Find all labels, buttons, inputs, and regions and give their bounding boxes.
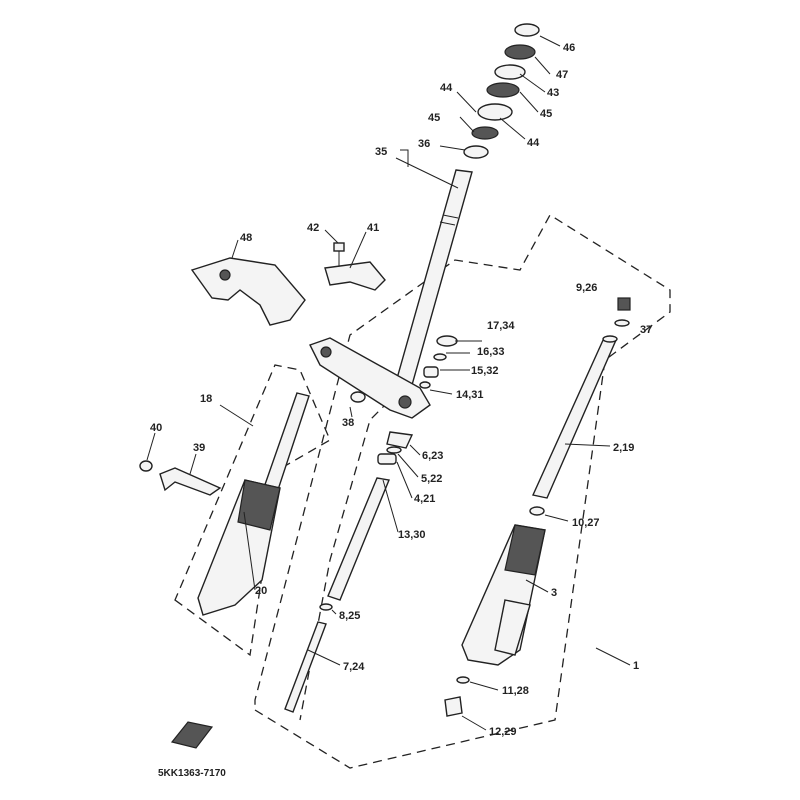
fork-assembly-boundary-right <box>254 214 671 769</box>
callout-6-23: 6,23 <box>422 450 443 462</box>
callout-1: 1 <box>633 660 639 672</box>
callout-11-28: 11,28 <box>502 685 529 697</box>
callout-2-19: 2,19 <box>613 442 634 454</box>
bolt-40 <box>139 460 153 472</box>
fork-spring <box>327 477 390 601</box>
washer-14 <box>419 381 431 389</box>
callout-35: 35 <box>375 146 387 158</box>
drawing-code: 5KK1363-7170 <box>158 768 226 779</box>
crown-hole-left <box>320 346 332 358</box>
callout-8-25: 8,25 <box>339 610 360 622</box>
callout-45-top: 45 <box>540 108 552 120</box>
dust-seal-left <box>237 479 281 531</box>
callout-12-29: 12,29 <box>489 726 517 738</box>
callout-4-21: 4,21 <box>414 493 435 505</box>
callout-39: 39 <box>193 442 205 454</box>
callout-45-lower: 45 <box>428 112 440 124</box>
callout-5-22: 5,22 <box>421 473 442 485</box>
bolt-42 <box>333 242 345 268</box>
callout-9-26: 9,26 <box>576 282 597 294</box>
circlip-37 <box>614 319 630 327</box>
damper-rod <box>284 621 327 713</box>
callout-44-lower: 44 <box>527 137 540 149</box>
callout-46: 46 <box>563 42 575 54</box>
bracket-hole <box>219 269 231 281</box>
bearing-stack <box>463 23 540 159</box>
crown-hole-right <box>398 395 412 409</box>
bracket-48 <box>190 257 306 326</box>
ring-5 <box>386 446 402 454</box>
callout-48: 48 <box>240 232 252 244</box>
axle-lug-right <box>494 599 531 656</box>
callout-3: 3 <box>551 587 557 599</box>
ring-8 <box>319 603 333 611</box>
spacer-15 <box>423 366 439 378</box>
bolt-38 <box>350 391 366 403</box>
callout-16-33: 16,33 <box>477 346 505 358</box>
callout-14-31: 14,31 <box>456 389 484 401</box>
spring-seat <box>529 506 545 516</box>
callout-18: 18 <box>200 393 212 405</box>
callout-47: 47 <box>556 69 568 81</box>
collar-4 <box>377 453 397 465</box>
bracket-39 <box>159 467 222 496</box>
oil-lock-6 <box>386 431 414 449</box>
cap-9 <box>617 297 631 311</box>
callout-41: 41 <box>367 222 379 234</box>
callout-42: 42 <box>307 222 319 234</box>
callout-40: 40 <box>150 422 162 434</box>
callout-10-27: 10,27 <box>572 517 600 529</box>
callout-15-32: 15,32 <box>471 365 499 377</box>
direction-arrow-icon <box>170 721 214 749</box>
callout-44-top: 44 <box>440 82 453 94</box>
bolt-12 <box>444 696 463 717</box>
callout-7-24: 7,24 <box>343 661 365 673</box>
callout-36: 36 <box>418 138 430 150</box>
inner-tube <box>532 337 618 499</box>
clip-41 <box>324 261 386 291</box>
callout-37: 37 <box>640 324 652 336</box>
dust-seal-right <box>504 524 546 576</box>
fork-assembly-boundary-left <box>174 364 331 657</box>
callout-38: 38 <box>342 417 354 429</box>
oring-16 <box>433 353 447 361</box>
callout-17-34: 17,34 <box>487 320 515 332</box>
callout-43: 43 <box>547 87 559 99</box>
callout-13-30: 13,30 <box>398 529 426 541</box>
cap-17 <box>436 335 458 347</box>
leader-lines <box>146 35 631 731</box>
washer-11 <box>456 676 470 684</box>
callout-20: 20 <box>255 585 267 597</box>
